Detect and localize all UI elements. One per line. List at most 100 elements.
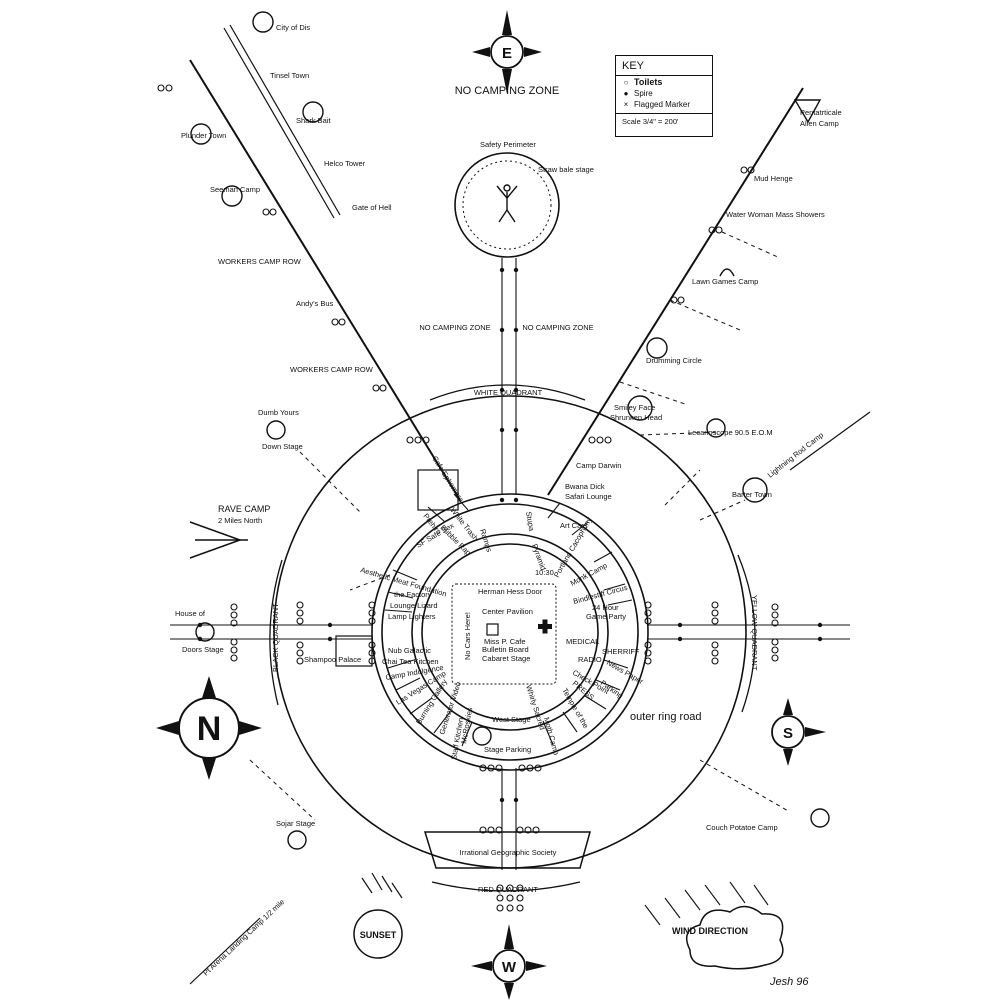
black-quadrant: BLACK QUADRANT xyxy=(271,603,280,672)
stage-parking-label: Stage Parking xyxy=(484,745,531,754)
smiley-face-label: Smiley Face xyxy=(614,403,655,412)
key-scale: Scale 3/4" = 200' xyxy=(616,113,712,129)
key-spire-row: ● Spire xyxy=(616,88,712,99)
no-camping-right: NO CAMPING ZONE xyxy=(522,323,593,332)
cabaret-label: Cabaret Stage xyxy=(482,654,530,663)
safety-perimeter-label: Safety Perimeter xyxy=(480,140,536,149)
irrational-geographic-area xyxy=(423,831,591,869)
pentatrticale-label: Pentatrticale xyxy=(800,108,842,117)
compass-south: S xyxy=(783,725,793,742)
toilet-symbol-icon: ○ xyxy=(623,77,629,87)
miss-p-label: Miss P. Cafe xyxy=(484,637,526,646)
barter-town-label: Barter Town xyxy=(732,490,772,499)
right-fan-edge xyxy=(547,87,804,496)
ring-outer-boundary xyxy=(371,493,649,771)
mud-henge-label: Mud Henge xyxy=(754,174,793,183)
red-quadrant: RED QUADRANT xyxy=(478,885,538,894)
irrational-label: Irrational Geographic Society xyxy=(460,848,557,857)
lawn-games-label: Lawn Games Camp xyxy=(692,277,758,286)
cafe-ephemera-label: Cafe Ephemera xyxy=(430,454,466,504)
alien-camp-icon xyxy=(793,99,822,124)
wind-cloud-icon xyxy=(685,905,784,970)
lightning-rod-arrow xyxy=(789,411,871,471)
shark-bait-label: Shark Bait xyxy=(296,116,332,125)
drumming-circle-icon xyxy=(646,337,668,359)
nub-galactic-label: Nub Galactic xyxy=(388,646,431,655)
workers-row-1: WORKERS CAMP ROW xyxy=(218,257,302,266)
andys-bus-label: Andy's Bus xyxy=(296,299,334,308)
no-cars-label: No Cars Here! xyxy=(463,612,472,660)
no-camping-top: NO CAMPING ZONE xyxy=(455,85,560,97)
time-1030-label: 10:30 xyxy=(535,568,554,577)
helco-tower-label: Helco Tower xyxy=(324,159,366,168)
ring-inner-boundary xyxy=(411,533,609,731)
compass-rose-points xyxy=(156,10,826,1000)
shampoo-palace-label: Shampoo Palace xyxy=(304,655,361,664)
sojar-stage-label: Sojar Stage xyxy=(276,819,315,828)
key-toilets: Toilets xyxy=(634,77,663,87)
compass-east: E xyxy=(502,45,512,62)
lecanoscope-icon xyxy=(706,418,726,438)
roads xyxy=(170,258,850,870)
sherriff-label: SHERRIFF xyxy=(602,647,640,656)
doors-stage-label: Doors Stage xyxy=(182,645,224,654)
sunset-label: SUNSET xyxy=(360,930,397,940)
outer-ring-road xyxy=(273,395,747,869)
camp-darwin-label: Camp Darwin xyxy=(576,461,621,470)
monk-camp-label: Monk Camp xyxy=(569,561,609,588)
center-pavilion-label: Center Pavilion xyxy=(482,607,533,616)
flag-symbol-icon: × xyxy=(623,100,629,109)
sunset-icon xyxy=(353,909,403,959)
radio-label: RADIO xyxy=(578,655,602,664)
key-toilets-row: ○ Toilets xyxy=(616,76,712,88)
game-party-label-2: Game Party xyxy=(586,612,626,621)
quadrant-arrows xyxy=(269,384,756,892)
tinsel-town-label: Tinsel Town xyxy=(270,71,309,80)
plunder-town-icon xyxy=(190,123,212,145)
spire-symbol-icon: ● xyxy=(623,89,629,98)
map-key: KEY ○ Toilets ● Spire × Flagged Marker S… xyxy=(615,55,713,137)
shrunken-head-label: Shrunken Head xyxy=(610,413,662,422)
couch-potatoe-label: Couch Potatoe Camp xyxy=(706,823,778,832)
bulletin-label: Bulletin Board xyxy=(482,645,529,654)
toilet-markers xyxy=(157,84,779,912)
outer-ring-label: outer ring road xyxy=(630,711,702,723)
pt-arena-label: Pt Arena Landing Camp 1/2 mile xyxy=(201,897,286,977)
west-stage-label: West Stage xyxy=(492,715,531,724)
key-spire: Spire xyxy=(634,89,653,98)
city-of-dis-icon xyxy=(252,11,274,33)
safari-lounge-label: Safari Lounge xyxy=(565,492,612,501)
shark-bait-icon xyxy=(302,101,324,123)
chai-tea-label: Chai Tea Kitchen xyxy=(382,657,439,666)
spur-lines xyxy=(249,231,791,821)
man-icon xyxy=(496,184,518,223)
alien-camp-label: Alien Camp xyxy=(800,119,839,128)
dumb-yours-label: Dumb Yours xyxy=(258,408,299,417)
wind-arrows xyxy=(644,881,769,926)
water-woman-label: Water Woman Mass Showers xyxy=(726,210,825,219)
couch-potatoe-icon xyxy=(810,808,830,828)
down-stage-icon xyxy=(266,420,286,440)
key-flagged: Flagged Marker xyxy=(634,100,691,109)
camp-partitions xyxy=(384,493,633,747)
barter-town-icon xyxy=(742,477,768,503)
west-stage-icon xyxy=(472,726,492,746)
gate-of-hell-label: Gate of Hell xyxy=(352,203,392,212)
compass-west: W xyxy=(502,959,517,976)
down-stage-label: Down Stage xyxy=(262,442,303,451)
drumming-circle-label: Drumming Circle xyxy=(646,356,702,365)
lounge-lizard-label: Lounge Lizard xyxy=(390,601,438,610)
key-title: KEY xyxy=(616,56,712,76)
spire-markers xyxy=(197,267,823,803)
sojar-stage-icon xyxy=(287,830,307,850)
plunder-town-label: Plunder Town xyxy=(181,131,226,140)
workers-row-2: WORKERS CAMP ROW xyxy=(290,365,374,374)
ring-outer-boundary-inner xyxy=(381,503,639,761)
artist-signature: Jesh 96 xyxy=(769,976,809,988)
game-party-label-1: 24 Hour xyxy=(592,603,619,612)
straw-bale-label: Straw bale stage xyxy=(538,165,594,174)
plaza-boundary xyxy=(421,543,599,721)
city-of-dis-label: City of Dis xyxy=(276,23,310,32)
